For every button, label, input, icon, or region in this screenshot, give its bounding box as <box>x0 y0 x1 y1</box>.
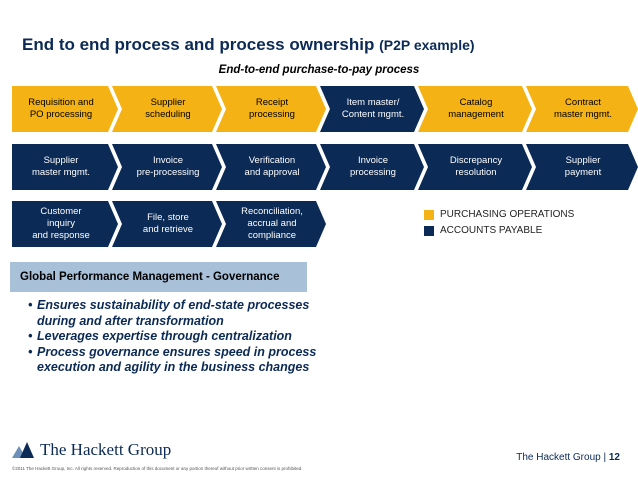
process-step-label: Customer inquiry and response <box>32 206 90 241</box>
legend-accounts-payable-label: ACCOUNTS PAYABLE <box>440 225 543 236</box>
process-step-label: Catalog management <box>448 97 504 120</box>
process-step-label: Requisition and PO processing <box>28 97 94 120</box>
page-footer: The Hackett Group | 12 <box>516 452 620 463</box>
process-step: Receipt processing <box>216 86 326 132</box>
process-step: Reconciliation, accrual and compliance <box>216 201 326 247</box>
legend-accounts-payable-swatch <box>424 225 434 236</box>
process-step-label: Supplier payment <box>564 155 602 178</box>
process-subtitle: End-to-end purchase-to-pay process <box>218 64 420 76</box>
bullet-item: Process governance ensures speed in proc… <box>28 345 318 376</box>
process-step: Contract master mgmt. <box>526 86 638 132</box>
legend-purchasing-swatch <box>424 209 434 220</box>
governance-title: Global Performance Management - Governan… <box>20 271 280 283</box>
footer-company: The Hackett Group <box>516 452 601 463</box>
legend-purchasing: PURCHASING OPERATIONS <box>424 209 574 220</box>
process-step-label: Contract master mgmt. <box>553 97 613 120</box>
bullet-item: Leverages expertise through centralizati… <box>28 329 318 345</box>
slide-title-main: End to end process and process ownership <box>22 35 375 54</box>
process-step-label: Discrepancy resolution <box>449 155 503 178</box>
process-row: Supplier master mgmt. Invoice pre-process… <box>0 144 638 190</box>
copyright-notice: ©2011 The Hackett Group, Inc. All rights… <box>12 466 303 471</box>
process-step: Requisition and PO processing <box>12 86 118 132</box>
process-step-label: Supplier scheduling <box>145 97 191 120</box>
slide-title: End to end process and process ownership… <box>22 35 475 55</box>
process-step-label: Verification and approval <box>244 155 300 178</box>
process-row: Requisition and PO processing Supplier sc… <box>0 86 638 132</box>
process-step: Invoice pre-processing <box>112 144 222 190</box>
process-step-label: Invoice pre-processing <box>136 155 200 178</box>
process-step: Catalog management <box>418 86 532 132</box>
footer-separator: | <box>603 452 607 463</box>
slide-title-suffix: (P2P example) <box>379 37 475 53</box>
governance-bullets: Ensures sustainability of end-state proc… <box>28 298 318 376</box>
hackett-logo: The Hackett Group <box>12 440 171 460</box>
legend-accounts-payable: ACCOUNTS PAYABLE <box>424 225 542 236</box>
bullet-item: Ensures sustainability of end-state proc… <box>28 298 318 329</box>
process-step: Customer inquiry and response <box>12 201 118 247</box>
process-step: Verification and approval <box>216 144 326 190</box>
process-step: Invoice processing <box>320 144 424 190</box>
process-step: File, store and retrieve <box>112 201 222 247</box>
process-row: Customer inquiry and response File, store… <box>0 201 638 247</box>
process-step: Discrepancy resolution <box>418 144 532 190</box>
process-step-label: Supplier master mgmt. <box>31 155 91 178</box>
hackett-logo-text: The Hackett Group <box>40 440 172 459</box>
page-number: 12 <box>608 452 620 463</box>
process-step: Item master/ Content mgmt. <box>320 86 424 132</box>
process-step-label: Reconciliation, accrual and compliance <box>241 206 303 241</box>
legend-purchasing-label: PURCHASING OPERATIONS <box>440 209 575 220</box>
governance-bar: Global Performance Management - Governan… <box>10 262 307 292</box>
process-step-label: Receipt processing <box>249 97 295 120</box>
process-step: Supplier master mgmt. <box>12 144 118 190</box>
process-step: Supplier payment <box>526 144 638 190</box>
process-step-label: Item master/ Content mgmt. <box>341 97 405 120</box>
process-step: Supplier scheduling <box>112 86 222 132</box>
process-step-label: Invoice processing <box>350 155 396 178</box>
process-step-label: File, store and retrieve <box>142 212 194 235</box>
hackett-logo-icon <box>12 442 34 458</box>
